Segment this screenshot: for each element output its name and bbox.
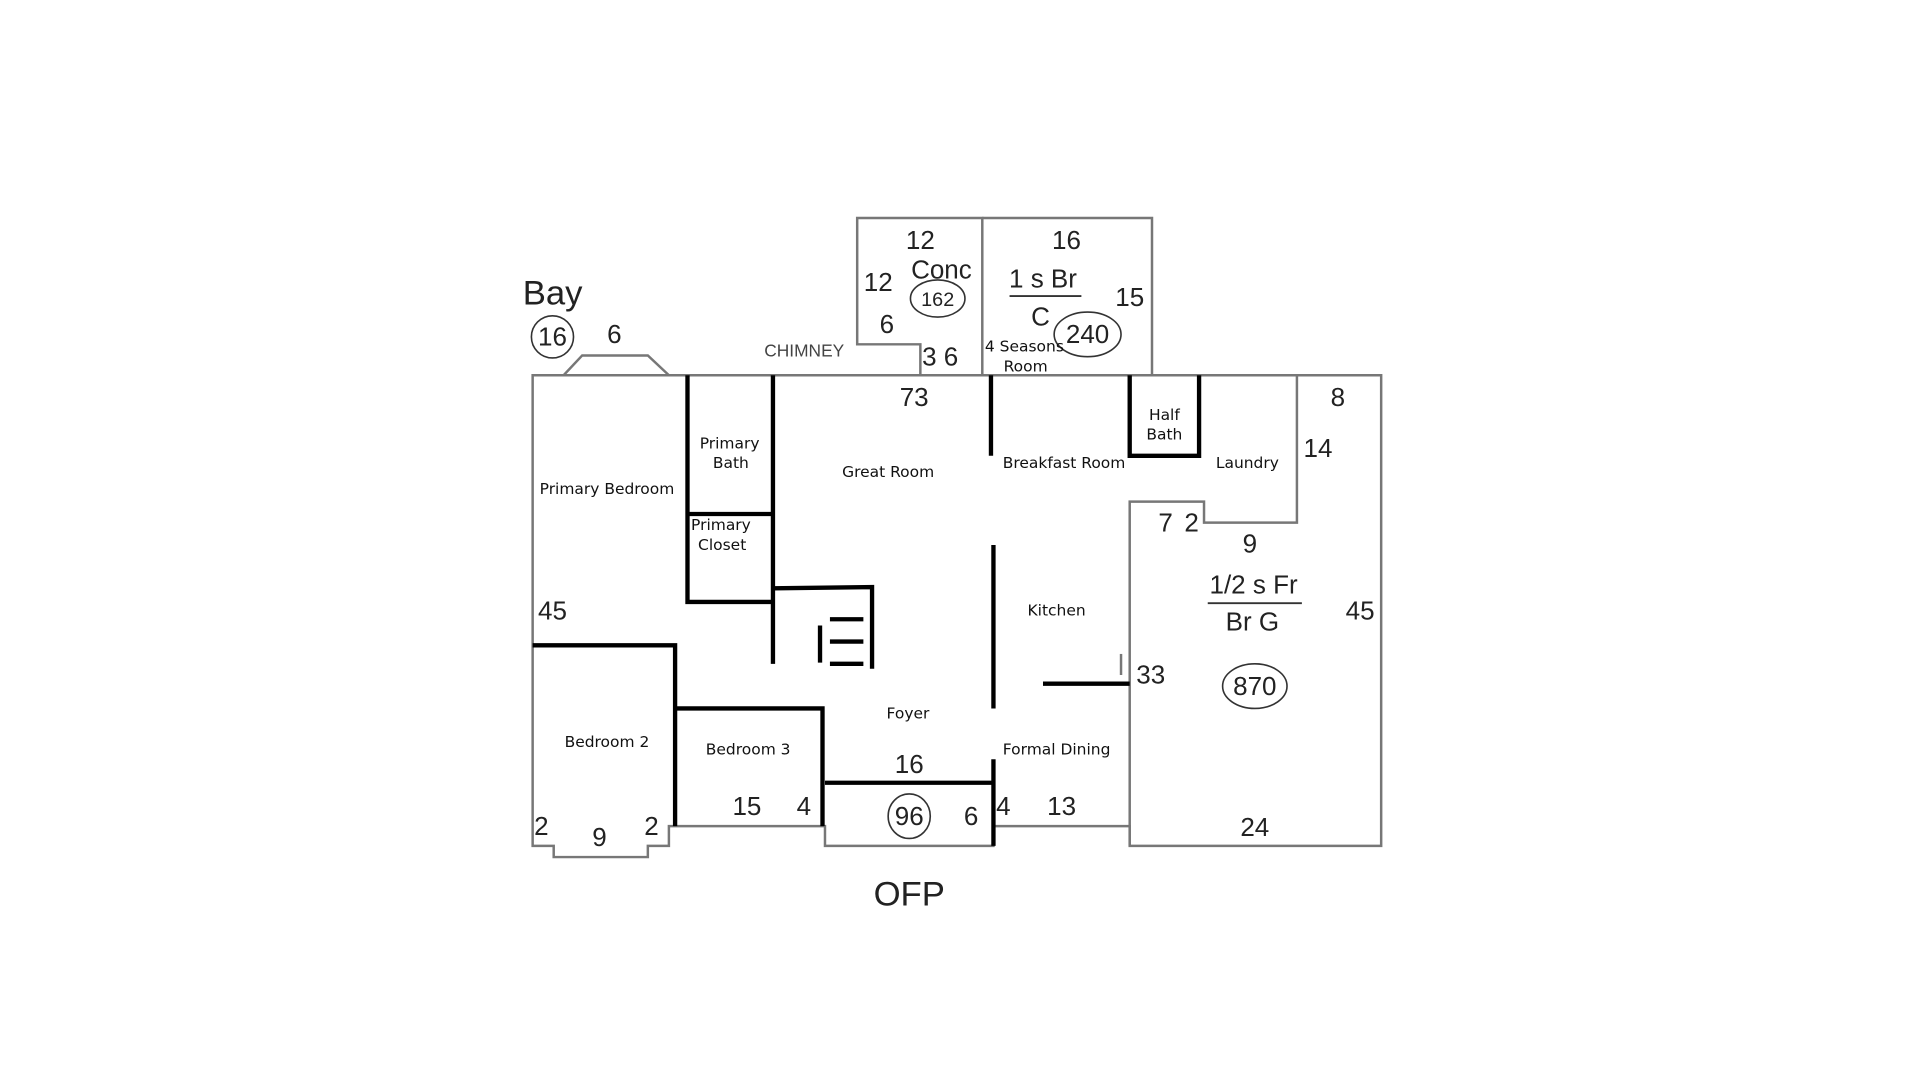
- garage-area: 870: [1233, 671, 1276, 701]
- top-dim: 73: [900, 382, 929, 412]
- porch-top: 16: [895, 749, 924, 779]
- room-primary-bath-1: Primary: [700, 434, 760, 452]
- left-dim: 45: [538, 595, 567, 625]
- bay-area: 16: [538, 322, 567, 352]
- seasons-code-bottom: C: [1031, 302, 1050, 332]
- ofp-label: OFP: [874, 875, 945, 913]
- garage-code-top: 1/2 s Fr: [1210, 569, 1298, 599]
- conc-area: 162: [921, 289, 954, 311]
- room-primary-bath-2: Bath: [713, 454, 749, 472]
- chimney-label: CHIMNEY: [764, 341, 844, 361]
- seasons-side: 15: [1115, 282, 1144, 312]
- room-laundry: Laundry: [1216, 454, 1279, 472]
- conc-label: Conc: [911, 255, 972, 285]
- room-primary-closet-1: Primary: [691, 516, 751, 534]
- bay-label: Bay: [523, 275, 583, 313]
- room-half-bath-2: Bath: [1146, 426, 1182, 444]
- seasons-code-top: 1 s Br: [1009, 263, 1077, 293]
- right-top-a: 8: [1331, 382, 1345, 412]
- garage-bottom: 24: [1240, 812, 1269, 842]
- room-bedroom-2: Bedroom 2: [565, 733, 650, 751]
- right-top-b: 14: [1304, 433, 1333, 463]
- conc-bottom: 3 6: [922, 341, 958, 371]
- interior-walls: [532, 375, 1202, 846]
- bay2-c: 2: [644, 811, 658, 841]
- room-primary-closet-2: Closet: [698, 536, 746, 554]
- room-formal-dining: Formal Dining: [1003, 740, 1111, 758]
- stairs: [817, 617, 864, 667]
- garage-side: 33: [1136, 660, 1165, 690]
- room-bedroom-3: Bedroom 3: [706, 740, 791, 758]
- room-kitchen: Kitchen: [1028, 602, 1086, 620]
- bay2-a: 2: [534, 811, 548, 841]
- porch-side: 6: [964, 801, 978, 831]
- bed3-dim: 15: [732, 791, 761, 821]
- porch-left: 4: [797, 791, 811, 821]
- seasons-area-circle: [1053, 311, 1122, 358]
- garage-area-circle: [1221, 663, 1288, 710]
- dining-dim: 13: [1047, 791, 1076, 821]
- room-breakfast-room: Breakfast Room: [1003, 454, 1126, 472]
- bay-width: 6: [607, 319, 621, 349]
- garage-dim-7: 7: [1158, 507, 1172, 537]
- bay-area-circle: [530, 315, 575, 359]
- bay2-b: 9: [592, 822, 606, 852]
- room-great-room: Great Room: [842, 463, 934, 481]
- bay-window: [562, 354, 670, 377]
- garage-code-bottom: Br G: [1226, 606, 1279, 636]
- exterior-walls: [531, 216, 1383, 859]
- four-seasons-room: [982, 216, 1154, 376]
- seasons-top: 16: [1052, 225, 1081, 255]
- conc-side: 12: [864, 267, 893, 297]
- garage-dim-9: 9: [1243, 528, 1257, 558]
- conc-notch: 6: [880, 309, 894, 339]
- porch-right: 4: [996, 791, 1010, 821]
- room-primary-bedroom: Primary Bedroom: [540, 480, 675, 498]
- porch-area: 96: [895, 801, 924, 831]
- seasons-area: 240: [1066, 319, 1109, 349]
- conc-area-circle: [909, 279, 966, 318]
- garage-dim-2: 2: [1184, 507, 1198, 537]
- porch-area-circle: [887, 793, 932, 840]
- seasons-room-line1: 4 Seasons: [985, 338, 1064, 356]
- conc-top: 12: [906, 225, 935, 255]
- seasons-room-line2: Room: [1004, 358, 1048, 376]
- right-dim: 45: [1346, 595, 1375, 625]
- room-foyer: Foyer: [887, 704, 930, 722]
- room-half-bath-1: Half: [1149, 406, 1180, 424]
